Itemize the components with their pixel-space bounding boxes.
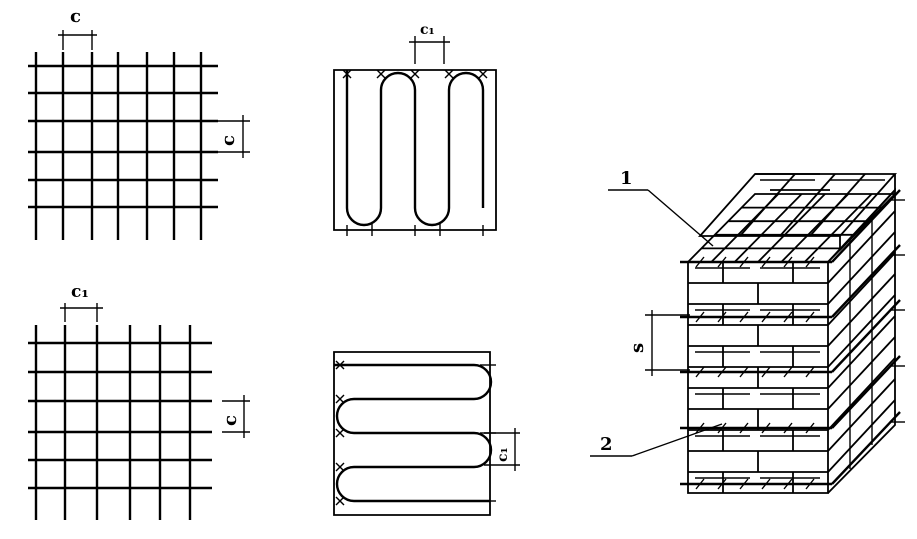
mesh-layer-mark	[717, 366, 727, 378]
mesh-layer-mark	[695, 256, 705, 268]
pillar-side-course	[827, 294, 896, 368]
mesh-layer-mark	[783, 478, 793, 490]
pillar-side-course	[827, 189, 896, 263]
grid1-top-label: c	[70, 6, 81, 27]
mesh-layer-mark	[739, 422, 749, 434]
zigzag1-label: c₁	[420, 22, 435, 38]
mesh-layer-mark	[695, 478, 705, 490]
mesh-layer-mark	[739, 478, 749, 490]
pillar-side-course	[827, 336, 896, 410]
zigzag2-tick	[335, 428, 345, 438]
mesh-layer-mark	[805, 366, 815, 378]
pillar-side-course	[827, 273, 896, 347]
grid2-top-dimension: c₁	[60, 282, 103, 322]
mesh-layer-mark	[761, 422, 771, 434]
pillar-top-mesh-bar	[710, 193, 779, 263]
mesh-layer-mark	[739, 311, 749, 323]
pillar-side-course	[827, 315, 896, 389]
leader-2-label: 2	[600, 434, 613, 455]
spacing-dimension: s	[627, 310, 690, 376]
mesh-layer-side	[831, 411, 901, 485]
zigzag1-tick	[478, 69, 488, 79]
pillar-side-course	[827, 210, 896, 284]
grid1-side-label: c	[218, 135, 239, 146]
mesh-layer-mark	[761, 311, 771, 323]
pillar-side-course	[827, 252, 896, 326]
leader-1: 1	[608, 168, 714, 247]
zigzag1-dimension: c₁	[409, 22, 450, 64]
mesh-layer-mark	[783, 366, 793, 378]
mesh-layer-mark	[805, 256, 815, 268]
pillar-top-mesh-bar	[780, 193, 849, 263]
pillar-top-mesh-bar	[757, 193, 826, 263]
mesh-layer-mark	[695, 311, 705, 323]
grid2-side-label: c	[220, 415, 241, 426]
zigzag1-tick	[342, 69, 352, 79]
mesh-layer-mark	[805, 311, 815, 323]
zigzag2-tick	[335, 496, 345, 506]
mesh-layer-side	[831, 244, 901, 318]
mesh-layer-mark	[717, 478, 727, 490]
rect-mesh-bottom: c₁ c	[28, 282, 250, 520]
mesh-layer-mark	[805, 478, 815, 490]
zigzag-mesh-vertical: c₁	[333, 22, 497, 236]
grid2-top-label: c₁	[71, 282, 89, 302]
grid2-side-dimension: c	[220, 395, 250, 438]
mesh-layer-mark	[783, 422, 793, 434]
mesh-layer-side	[831, 355, 901, 429]
pillar-side-course	[827, 378, 896, 452]
mesh-layer-mark	[761, 256, 771, 268]
mesh-layer-mark	[717, 311, 727, 323]
zigzag1-tick	[444, 69, 454, 79]
pillar-side-course	[827, 231, 896, 305]
mesh-layer-mark	[695, 366, 705, 378]
pillar-top-mesh-bar	[734, 193, 803, 263]
mesh-layer-mark	[739, 256, 749, 268]
brick-pillar: s 1 2	[590, 168, 905, 494]
top-bricks	[697, 173, 898, 251]
mesh-layer-mark	[783, 311, 793, 323]
grid1-side-dimension: c	[217, 115, 250, 158]
mesh-layer-mark	[695, 422, 705, 434]
spacing-label: s	[627, 343, 648, 353]
zigzag2-tick	[335, 462, 345, 472]
zigzag2-label: c₁	[495, 447, 511, 462]
mesh-layer-mark	[739, 366, 749, 378]
mesh-layer-mark	[783, 256, 793, 268]
zigzag2-tick	[335, 360, 345, 370]
zigzag1-tick	[410, 69, 420, 79]
mesh-layer-mark	[717, 256, 727, 268]
grid1-top-dimension: c	[58, 6, 97, 50]
mesh-layer-mark	[761, 478, 771, 490]
leader-1-label: 1	[620, 168, 633, 189]
zigzag1-tick	[376, 69, 386, 79]
leader-2: 2	[590, 423, 723, 457]
square-mesh-top: c c	[28, 6, 250, 240]
zigzag-mesh-horizontal: c₁	[333, 351, 520, 516]
pillar-top-mesh-bar	[804, 193, 873, 263]
zigzag2-dimension: c₁	[484, 428, 520, 471]
mesh-layer-mark	[805, 422, 815, 434]
mesh-layer-mark	[717, 422, 727, 434]
mesh-layer-side	[831, 299, 901, 373]
pillar-side-course	[827, 357, 896, 431]
pillar-side-course	[827, 399, 896, 473]
mesh-layer-side	[831, 189, 901, 263]
mesh-layer-mark	[761, 366, 771, 378]
zigzag2-tick	[335, 394, 345, 404]
